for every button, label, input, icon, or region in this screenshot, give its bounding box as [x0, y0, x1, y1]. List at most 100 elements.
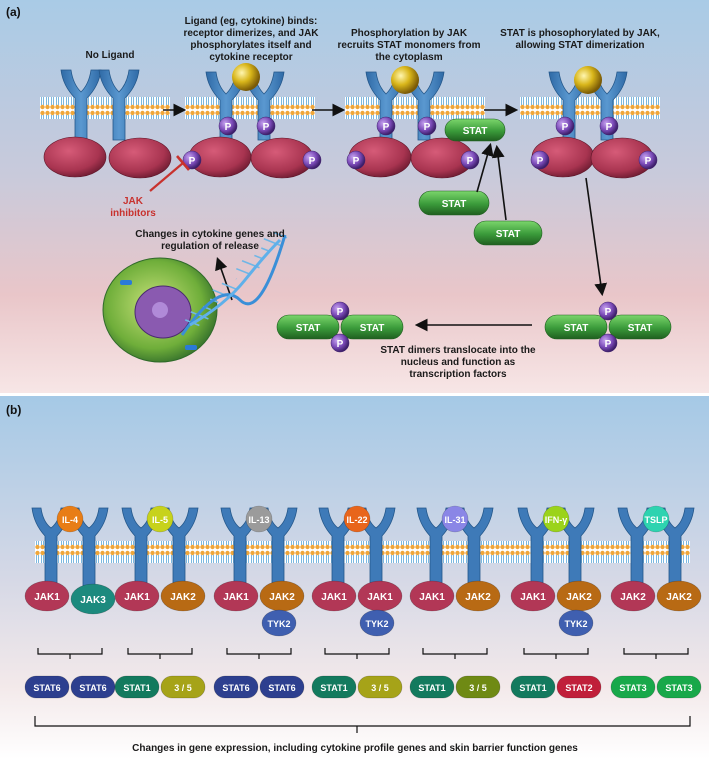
phosphate-label: P	[537, 156, 544, 167]
tyk2-label: TYK2	[267, 619, 290, 629]
tyk2-kinase	[558, 609, 594, 637]
bracket	[623, 648, 689, 659]
phosphate-label: P	[467, 156, 474, 167]
arrow-stat-recruit-2	[491, 144, 507, 221]
stat-left-label: STAT1	[320, 683, 347, 693]
phosphate-group	[330, 301, 350, 321]
ligand-ball	[56, 505, 84, 533]
dna-rung	[254, 254, 263, 260]
ligand-label: IL-13	[248, 515, 269, 525]
stat-label: STAT	[360, 323, 385, 334]
jak-left-label: JAK1	[34, 592, 60, 603]
stat-protein	[340, 314, 404, 340]
jak-left-label: JAK2	[620, 592, 646, 603]
bracket	[422, 648, 488, 659]
stat-left-label: STAT6	[33, 683, 60, 693]
ligand-ball	[542, 505, 570, 533]
stat-left-label: STAT1	[418, 683, 445, 693]
ligand-ball	[441, 505, 469, 533]
stat-label: STAT	[463, 126, 488, 137]
phosphate-label: P	[605, 307, 612, 318]
jak-left	[311, 580, 357, 612]
membrane-segment	[40, 97, 170, 119]
phosphate-group	[530, 150, 550, 170]
caption-changes-cytokine: Changes in cytokine genes and regulation…	[135, 229, 285, 252]
stat-label: STAT	[628, 323, 653, 334]
stat-left-label: STAT3	[619, 683, 646, 693]
stat-left-label: STAT6	[222, 683, 249, 693]
caption-no-ligand: No Ligand	[85, 50, 135, 61]
jak-right-label: JAK2	[566, 592, 592, 603]
ligand-label: IL-31	[444, 515, 465, 525]
jak-left	[24, 580, 70, 612]
bracket	[324, 648, 390, 659]
membrane-segment	[520, 97, 660, 119]
stat-right-label: STAT6	[268, 683, 295, 693]
phosphate-label: P	[606, 122, 613, 133]
nucleolus	[152, 302, 168, 318]
jak-left-label: JAK1	[321, 592, 347, 603]
phosphate-group	[302, 150, 322, 170]
stat-protein	[544, 314, 608, 340]
jak-right-label: JAK2	[269, 592, 295, 603]
phosphate-group	[460, 150, 480, 170]
stat-protein	[276, 314, 340, 340]
jak-kinase	[43, 136, 107, 178]
phosphate-group	[417, 116, 437, 136]
stat-left-label: STAT1	[519, 683, 546, 693]
jak-left-label: JAK1	[520, 592, 546, 603]
bracket	[523, 648, 589, 659]
stat-right	[357, 675, 403, 699]
jak-right-label: JAK2	[465, 592, 491, 603]
stat-right-label: 3 / 5	[371, 683, 389, 693]
phosphate-label: P	[645, 156, 652, 167]
organelle	[120, 280, 132, 285]
stat-left	[510, 675, 556, 699]
jak-right-label: JAK1	[367, 592, 393, 603]
bracket	[127, 648, 193, 659]
dna-rung	[236, 267, 251, 276]
jak-left	[213, 580, 259, 612]
stat-left	[114, 675, 160, 699]
phosphate-label: P	[605, 339, 612, 350]
panel-a-label: (a)	[6, 5, 21, 19]
phosphate-group	[599, 116, 619, 136]
stat-left	[213, 675, 259, 699]
stat-label: STAT	[296, 323, 321, 334]
panel-b-background	[0, 396, 709, 759]
jak-right	[70, 583, 116, 615]
phosphate-label: P	[383, 122, 390, 133]
stat-right	[556, 675, 602, 699]
stat-label: STAT	[442, 199, 467, 210]
caption-jak-inhibitors: JAK inhibitors	[110, 196, 156, 219]
jak-right	[160, 580, 206, 612]
phosphate-group	[376, 116, 396, 136]
jak-right-label: JAK2	[170, 592, 196, 603]
dna-rung	[190, 311, 209, 320]
phosphate-label: P	[309, 156, 316, 167]
bracket	[37, 648, 103, 659]
receptor-chain	[60, 69, 102, 141]
phosphate-label: P	[225, 122, 232, 133]
stat-right	[160, 675, 206, 699]
stat-left	[311, 675, 357, 699]
ligand-ball	[343, 505, 371, 533]
ligand-label: IFN-γ	[545, 515, 568, 525]
phosphate-label: P	[263, 122, 270, 133]
stat-right-label: STAT6	[79, 683, 106, 693]
jak-right-label: JAK3	[80, 595, 106, 606]
phosphate-label: P	[337, 339, 344, 350]
tyk2-label: TYK2	[564, 619, 587, 629]
membrane-segment	[185, 97, 315, 119]
phosphate-group	[182, 150, 202, 170]
cytokine-ligand	[232, 63, 260, 91]
arrow-dimer-down	[585, 177, 608, 297]
jak-left	[409, 580, 455, 612]
ligand-ball	[146, 505, 174, 533]
phosphate-label: P	[353, 156, 360, 167]
caption-stat-phospho: STAT is phosophorylated by JAK, allowing…	[500, 28, 660, 51]
